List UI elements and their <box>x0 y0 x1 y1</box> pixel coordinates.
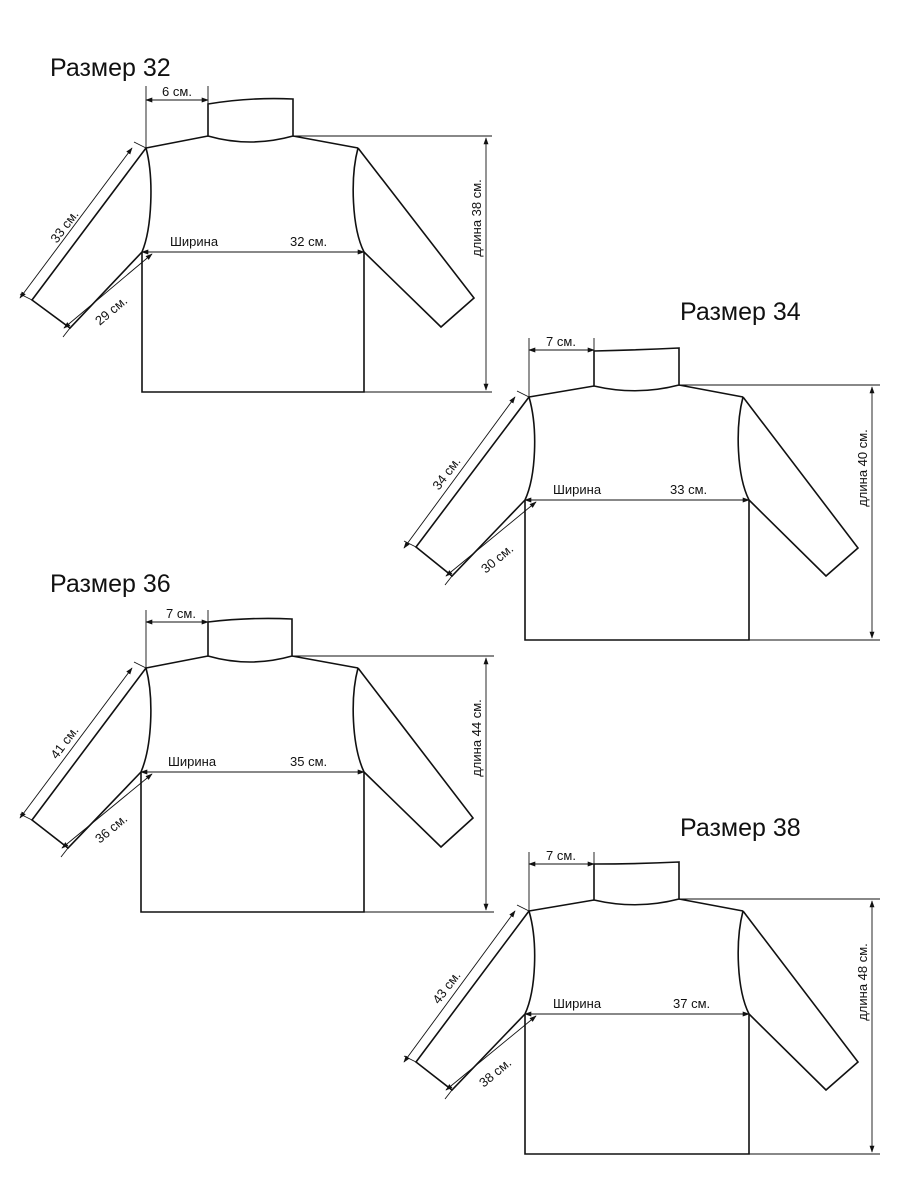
size-32-collar-label: 6 см. <box>162 84 192 99</box>
size-36-dimension-lines <box>19 610 494 913</box>
size-34-length-label: длина 40 см. <box>855 429 870 507</box>
size-32-group: Размер 32 6 см. Ширина 32 см. длина 38 с… <box>19 54 492 393</box>
size-34-collar-label: 7 см. <box>546 334 576 349</box>
size-36-width-value: 35 см. <box>290 754 327 769</box>
size-36-title: Размер 36 <box>50 570 171 598</box>
size-34-sleeve-inner-label: 30 см. <box>478 541 516 576</box>
size-32-title: Размер 32 <box>50 54 171 82</box>
size-34-group: Размер 34 7 см. Ширина 33 см. длина 40 с… <box>403 298 880 641</box>
size-34-title: Размер 34 <box>680 298 801 326</box>
size-36-width-label: Ширина <box>168 754 217 769</box>
size-38-garment-outline <box>414 861 860 1155</box>
size-36-length-label: длина 44 см. <box>469 699 484 777</box>
size-38-width-value: 37 см. <box>673 996 710 1011</box>
size-32-length-label: длина 38 см. <box>469 179 484 257</box>
size-36-collar-label: 7 см. <box>166 606 196 621</box>
size-36-group: Размер 36 7 см. Ширина 35 см. длина 44 с… <box>19 570 494 913</box>
size-32-garment-outline <box>30 97 476 393</box>
size-34-dimension-lines <box>403 338 880 641</box>
size-32-dimension-lines <box>19 86 492 393</box>
size-38-collar-label: 7 см. <box>546 848 576 863</box>
size-36-garment-outline <box>30 617 475 913</box>
size-34-width-label: Ширина <box>553 482 602 497</box>
size-38-width-label: Ширина <box>553 996 602 1011</box>
size-38-dimension-lines <box>403 852 880 1155</box>
size-32-width-label: Ширина <box>170 234 219 249</box>
size-38-group: Размер 38 7 см. Ширина 37 см. длина 48 с… <box>403 814 880 1155</box>
size-38-title: Размер 38 <box>680 814 801 842</box>
size-32-width-value: 32 см. <box>290 234 327 249</box>
size-38-length-label: длина 48 см. <box>855 943 870 1021</box>
size-34-width-value: 33 см. <box>670 482 707 497</box>
